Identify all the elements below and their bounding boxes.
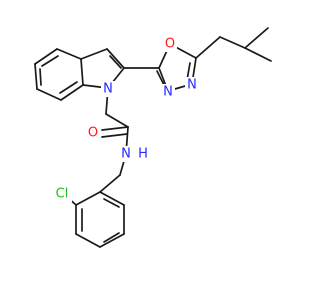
atom-labels: O N N N O N H Cl [52, 36, 199, 202]
atom-o-ring: O [165, 37, 175, 52]
amide-linker [99, 87, 129, 193]
indole-benzene-ring [34, 48, 84, 101]
structure-diagram: O N N N O N H Cl [34, 27, 272, 248]
atom-n-indole: N [103, 82, 113, 97]
atom-n-ring-right: N [187, 78, 197, 93]
atom-n-ring-left: N [163, 85, 173, 100]
atom-o-carbonyl: O [88, 126, 98, 141]
isobutyl-chain [195, 27, 272, 62]
atom-n-amide: N [121, 147, 131, 162]
atom-cl: Cl [56, 187, 69, 202]
chlorophenyl-ring [65, 191, 125, 248]
indole-pyrrole-ring [80, 48, 125, 89]
atom-h-amide: H [138, 147, 148, 162]
molecule-drawing: O N N N O N H Cl [34, 27, 272, 248]
